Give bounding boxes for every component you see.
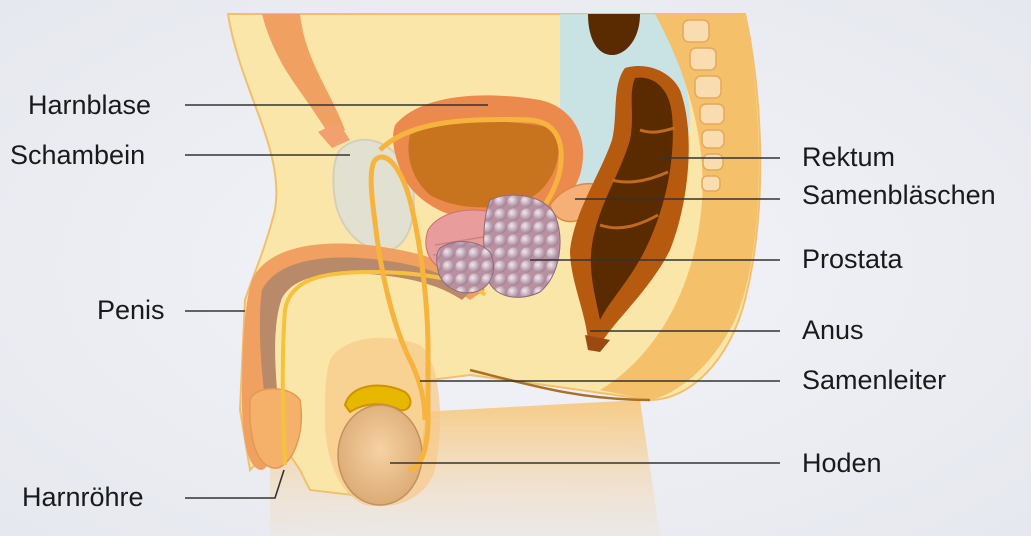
leader-harnroehre: [185, 470, 284, 498]
testis: [338, 405, 422, 505]
label-harnblase: Harnblase: [28, 92, 151, 119]
label-penis: Penis: [97, 297, 165, 324]
prostata: [484, 195, 560, 297]
label-samenleiter: Samenleiter: [802, 367, 946, 394]
label-rektum: Rektum: [802, 144, 895, 171]
label-harnroehre: Harnröhre: [22, 484, 144, 511]
label-anus: Anus: [802, 317, 864, 344]
label-samenblaeschen: Samenbläschen: [802, 182, 996, 209]
label-prostata: Prostata: [802, 246, 903, 273]
label-schambein: Schambein: [10, 142, 145, 169]
label-hoden: Hoden: [802, 450, 882, 477]
